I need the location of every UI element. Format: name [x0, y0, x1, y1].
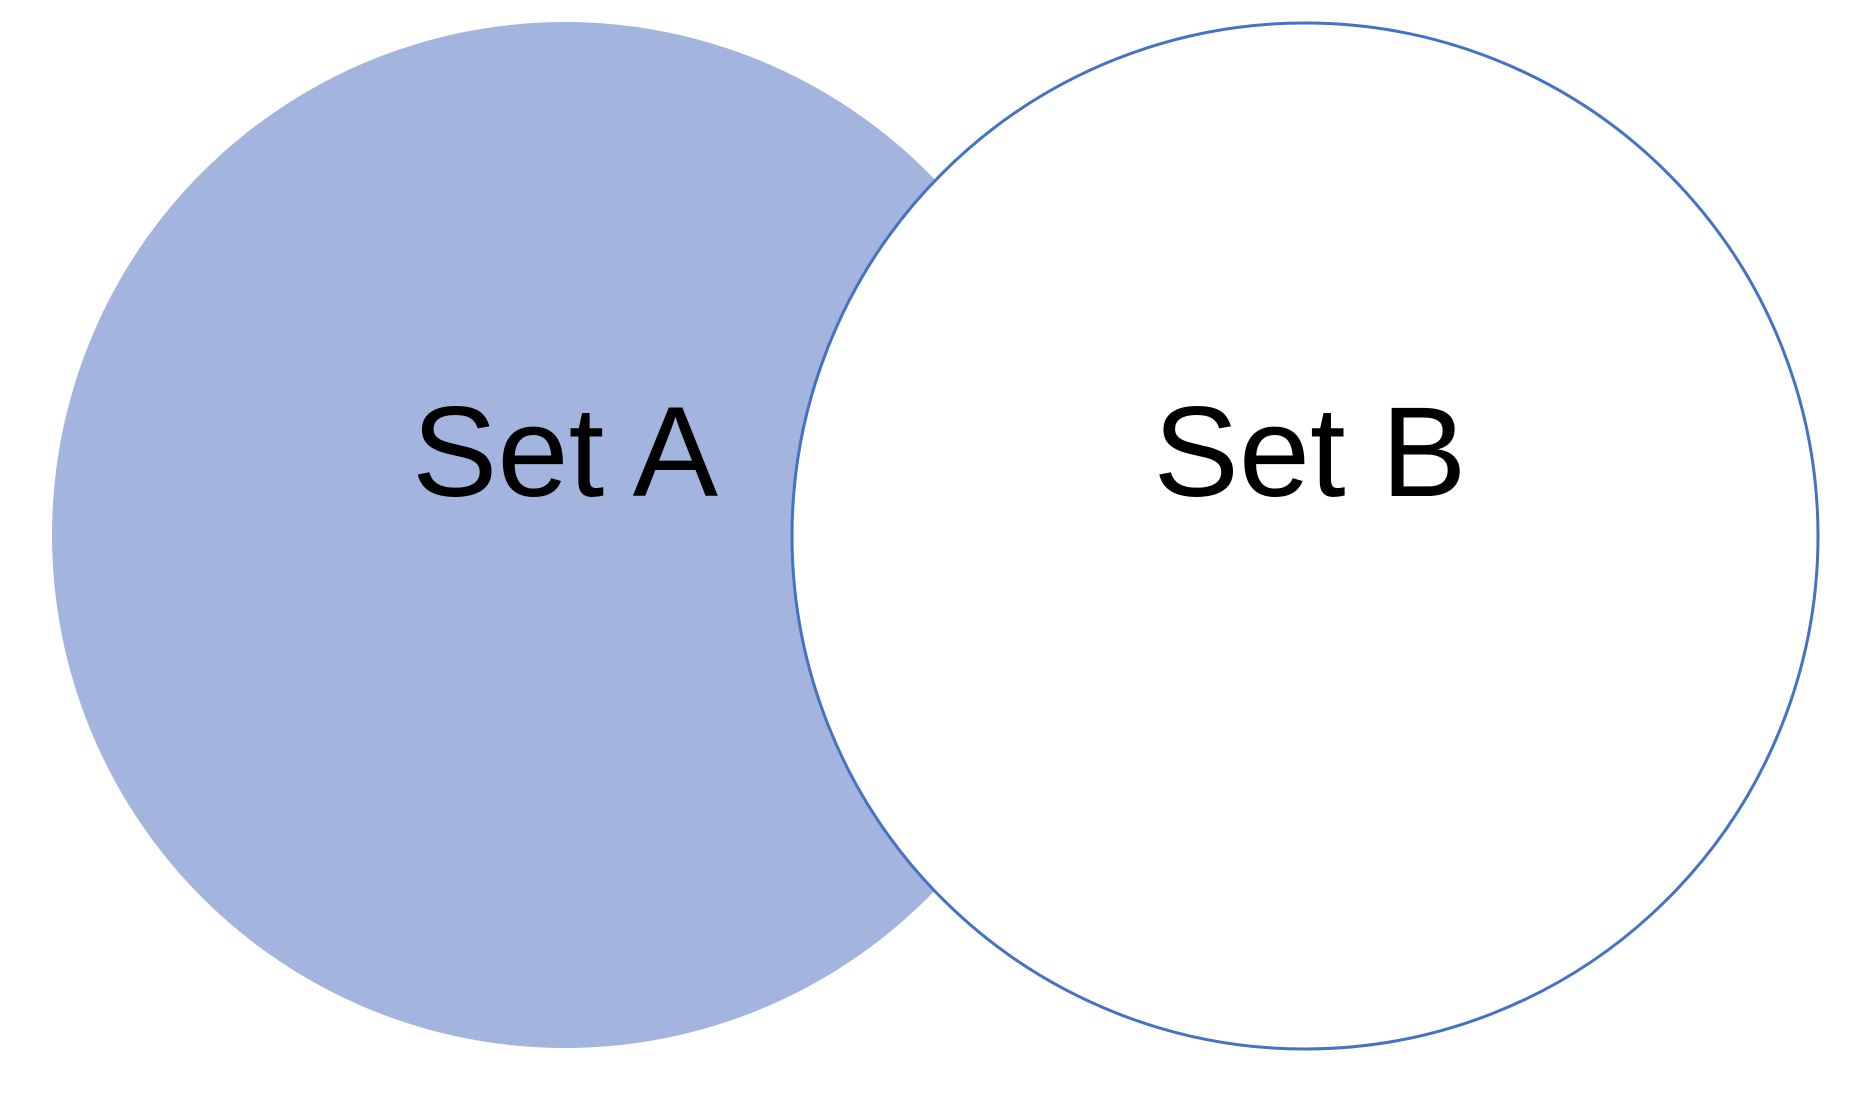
- set-a-label: Set A: [412, 381, 719, 524]
- set-b-circle[interactable]: [790, 21, 1820, 1051]
- set-a-circle[interactable]: [52, 22, 1078, 1048]
- set-b-label: Set B: [1153, 381, 1466, 524]
